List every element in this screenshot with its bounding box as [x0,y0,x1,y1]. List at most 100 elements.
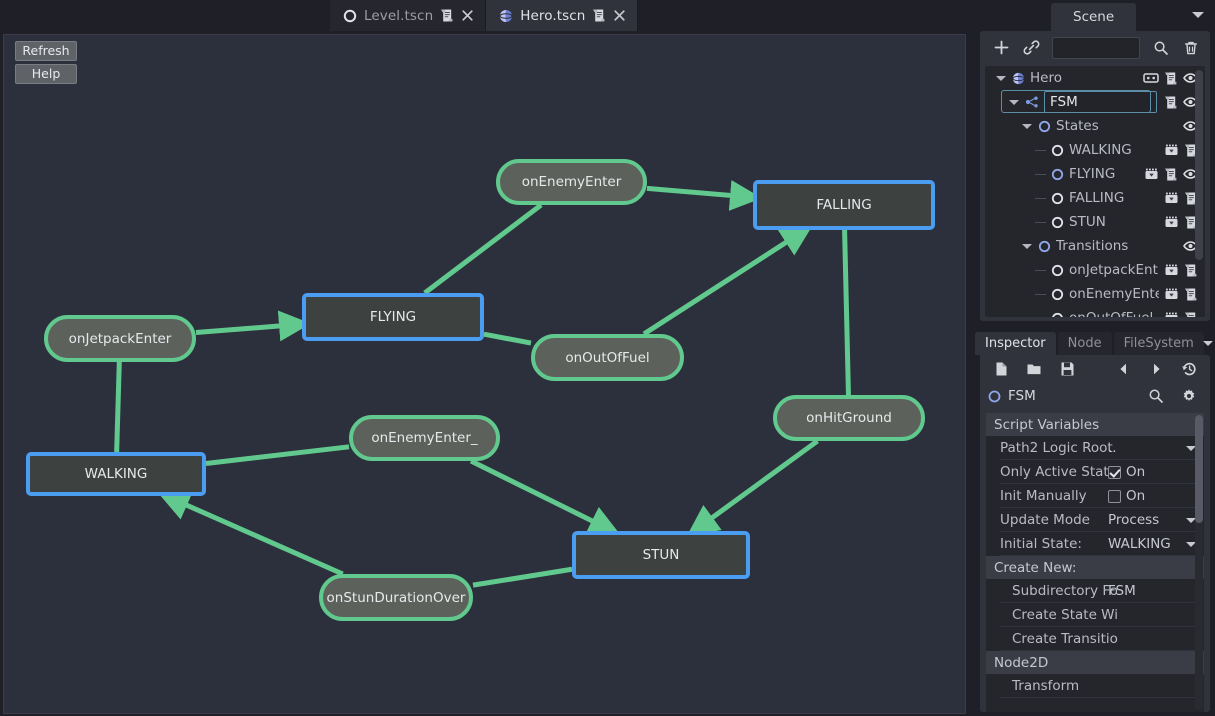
chevron-down-icon[interactable] [1009,99,1019,105]
chevron-down-icon[interactable] [1186,541,1196,547]
property-category-node2d[interactable]: Node2D [986,651,1204,674]
state-node-WALKING[interactable]: WALKING [26,452,206,496]
text-value: FSM [1108,583,1136,599]
scene-tree-item-onoutoffuel[interactable]: onOutOfFuel [985,306,1205,317]
dock-menu-arrow-icon[interactable] [1202,340,1213,346]
property-value[interactable]: On [1108,464,1196,480]
script-icon[interactable] [1184,191,1198,206]
scene-tree-item-transitions[interactable]: Transitions [985,234,1205,258]
property-row-initial-state-[interactable]: Initial State:WALKING [986,532,1204,556]
transition-node-onOutOfFuel[interactable]: onOutOfFuel [531,334,684,381]
property-value[interactable]: .. [1108,440,1196,456]
node-graph-icon [1025,95,1039,109]
node-rename-input[interactable]: FSM [1044,91,1157,113]
checkbox[interactable] [1108,489,1121,503]
chevron-down-icon[interactable] [1186,517,1196,523]
chevron-down-icon[interactable] [1186,445,1196,451]
checkbox[interactable] [1108,465,1121,479]
script-icon[interactable] [1184,311,1198,317]
property-value[interactable]: WALKING [1108,536,1196,552]
tab-script-icon[interactable] [440,8,454,23]
refresh-button[interactable]: Refresh [15,41,77,61]
tab-filesystem[interactable]: FileSystem [1113,332,1204,355]
state-node-FALLING[interactable]: FALLING [753,180,935,230]
anim-icon[interactable] [1164,191,1179,205]
trash-icon[interactable] [1178,36,1204,60]
script-preview-icon[interactable] [1143,72,1159,84]
property-category-script-variables[interactable]: Script Variables [986,413,1204,436]
transition-node-onHitGround[interactable]: onHitGround [773,395,925,441]
close-icon[interactable] [613,9,626,22]
property-value[interactable]: On [1108,488,1196,504]
anim-icon[interactable] [1164,311,1179,317]
new-resource-icon[interactable] [988,357,1014,381]
property-row-path2-logic-root[interactable]: Path2 Logic Root.. [986,436,1204,460]
help-button[interactable]: Help [15,64,77,84]
anim-icon[interactable] [1164,287,1179,301]
anim-icon[interactable] [1164,143,1179,157]
scene-tree-item-flying[interactable]: FLYING [985,162,1205,186]
property-row-transform[interactable]: Transform [986,674,1204,698]
scene-tree-item-hero[interactable]: Hero [985,66,1205,90]
transition-node-onEnemyEnter[interactable]: onEnemyEnter [496,159,647,205]
property-value[interactable]: Process [1108,512,1196,528]
scene-tree-item-falling[interactable]: FALLING [985,186,1205,210]
scene-filter-input[interactable] [1052,36,1140,59]
chevron-down-icon[interactable] [996,75,1006,81]
dock-menu-arrow-icon[interactable] [1192,12,1204,18]
property-category-create-new-[interactable]: Create New: [986,556,1204,579]
scene-tree-item-fsm[interactable]: FSM [985,90,1205,114]
property-row-create-state-wi[interactable]: Create State Wi [986,603,1204,627]
history-prev-icon[interactable] [1110,357,1136,381]
chevron-down-icon[interactable] [1022,243,1032,249]
scene-tree-item-stun[interactable]: STUN [985,210,1205,234]
chevron-down-icon[interactable] [1022,123,1032,129]
search-icon[interactable] [1148,36,1174,60]
plus-icon[interactable] [988,36,1014,60]
state-machine-canvas[interactable]: WALKING FLYING FALLING STUN onJetpackEnter on… [3,34,966,714]
script-icon[interactable] [1164,71,1178,86]
transition-node-onJetpackEnter[interactable]: onJetpackEnter [44,315,196,362]
scene-tree-item-states[interactable]: States [985,114,1205,138]
open-resource-icon[interactable] [1021,357,1047,381]
close-icon[interactable] [461,9,474,22]
scene-tab-hero-tscn[interactable]: Hero.tscn [486,0,639,31]
tab-inspector[interactable]: Inspector [975,332,1056,355]
script-icon[interactable] [1184,263,1198,278]
script-icon[interactable] [1164,95,1178,110]
script-icon[interactable] [1184,287,1198,302]
state-node-STUN[interactable]: STUN [572,531,750,579]
history-icon[interactable] [1176,357,1202,381]
anim-icon[interactable] [1144,167,1159,181]
scene-tree-scrollbar[interactable] [1195,70,1203,260]
inspector-scrollbar-track[interactable] [1195,415,1203,710]
history-next-icon[interactable] [1143,357,1169,381]
transition-node-onEnemyEnter_[interactable]: onEnemyEnter_ [349,415,500,461]
save-resource-icon[interactable] [1054,357,1080,381]
anim-icon[interactable] [1164,215,1179,229]
property-separator [1000,602,1196,603]
transition-node-onStunDurationOver[interactable]: onStunDurationOver [319,574,473,621]
tab-script-icon[interactable] [592,8,606,23]
inspector-scrollbar-thumb[interactable] [1195,415,1203,523]
tab-node[interactable]: Node [1057,332,1112,355]
script-icon[interactable] [1164,167,1178,182]
dock-tab-scene[interactable]: Scene [1051,3,1137,31]
link-icon[interactable] [1018,36,1044,60]
scene-tree-item-onjetpackent[interactable]: onJetpackEnt [985,258,1205,282]
scene-tree-item-onenemyente[interactable]: onEnemyEnte [985,282,1205,306]
property-row-create-transitio[interactable]: Create Transitio [986,627,1204,651]
scene-tree-item-walking[interactable]: WALKING [985,138,1205,162]
gear-icon[interactable] [1176,384,1202,408]
state-node-FLYING[interactable]: FLYING [302,293,484,341]
anim-icon[interactable] [1164,263,1179,277]
search-icon[interactable] [1143,384,1169,408]
scene-tab-level-tscn[interactable]: Level.tscn [330,0,487,31]
property-value[interactable]: FSM [1108,583,1196,599]
